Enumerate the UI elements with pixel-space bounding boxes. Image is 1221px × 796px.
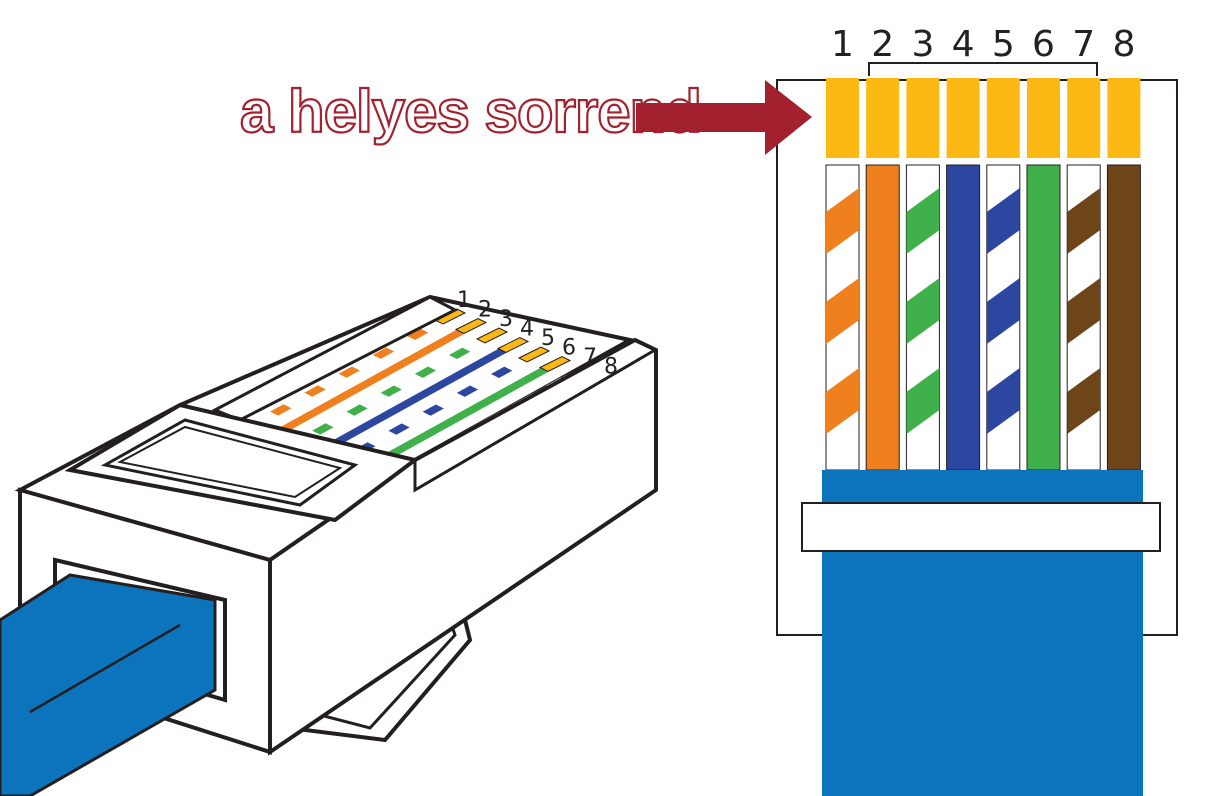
arrow-icon xyxy=(636,80,812,155)
plug-top-box xyxy=(64,402,420,523)
contact-6 xyxy=(1027,78,1060,158)
wire-6 xyxy=(1026,164,1061,471)
plug-pin-number-5: 5 xyxy=(541,326,555,351)
pin-number-3: 3 xyxy=(911,24,934,65)
wire-2 xyxy=(865,164,900,471)
plug-pin-number-3: 3 xyxy=(499,307,513,332)
pin-bracket xyxy=(868,62,1098,76)
wire-8 xyxy=(1106,164,1141,471)
plug-pin-number-1: 1 xyxy=(457,288,471,313)
wire-7 xyxy=(1066,164,1101,471)
plug-wire-1 xyxy=(255,308,467,424)
plug-cable xyxy=(0,573,217,796)
pin-number-2: 2 xyxy=(871,24,894,65)
gold-contacts xyxy=(826,78,1141,158)
wire-1 xyxy=(825,164,860,471)
plug-pin-number-7: 7 xyxy=(583,345,597,370)
annotation: a helyes sorrend xyxy=(239,77,812,155)
plug-wire-6 xyxy=(360,355,572,472)
contact-8 xyxy=(1107,78,1141,158)
contact-5 xyxy=(986,78,1020,158)
wire-4 xyxy=(946,164,981,471)
pin-number-1: 1 xyxy=(831,24,854,65)
crimp-band xyxy=(801,502,1161,552)
cable-jacket xyxy=(822,550,1143,796)
plug-wire-4 xyxy=(318,336,530,453)
contact-4 xyxy=(946,78,980,158)
wire-3 xyxy=(905,164,940,471)
plug-pin-number-8: 8 xyxy=(604,355,618,380)
plug-pin-number-4: 4 xyxy=(520,317,534,342)
plug-pin-number-2: 2 xyxy=(478,298,492,323)
plug-pin-number-6: 6 xyxy=(562,336,576,361)
contact-2 xyxy=(866,78,900,158)
contact-3 xyxy=(906,78,940,158)
wire-5 xyxy=(986,164,1021,471)
contact-7 xyxy=(1067,78,1101,158)
pin-number-6: 6 xyxy=(1032,24,1055,65)
plug-wire-3 xyxy=(297,327,509,443)
pin-number-8: 8 xyxy=(1112,24,1135,65)
pin-number-7: 7 xyxy=(1072,24,1095,65)
right-wires xyxy=(825,164,1141,471)
plug-wire-2 xyxy=(276,317,488,434)
pin-number-4: 4 xyxy=(952,24,975,65)
plug-wire-5 xyxy=(339,346,551,462)
annotation-label: a helyes sorrend xyxy=(240,78,701,145)
pin-number-5: 5 xyxy=(992,24,1015,65)
contact-1 xyxy=(826,78,859,158)
